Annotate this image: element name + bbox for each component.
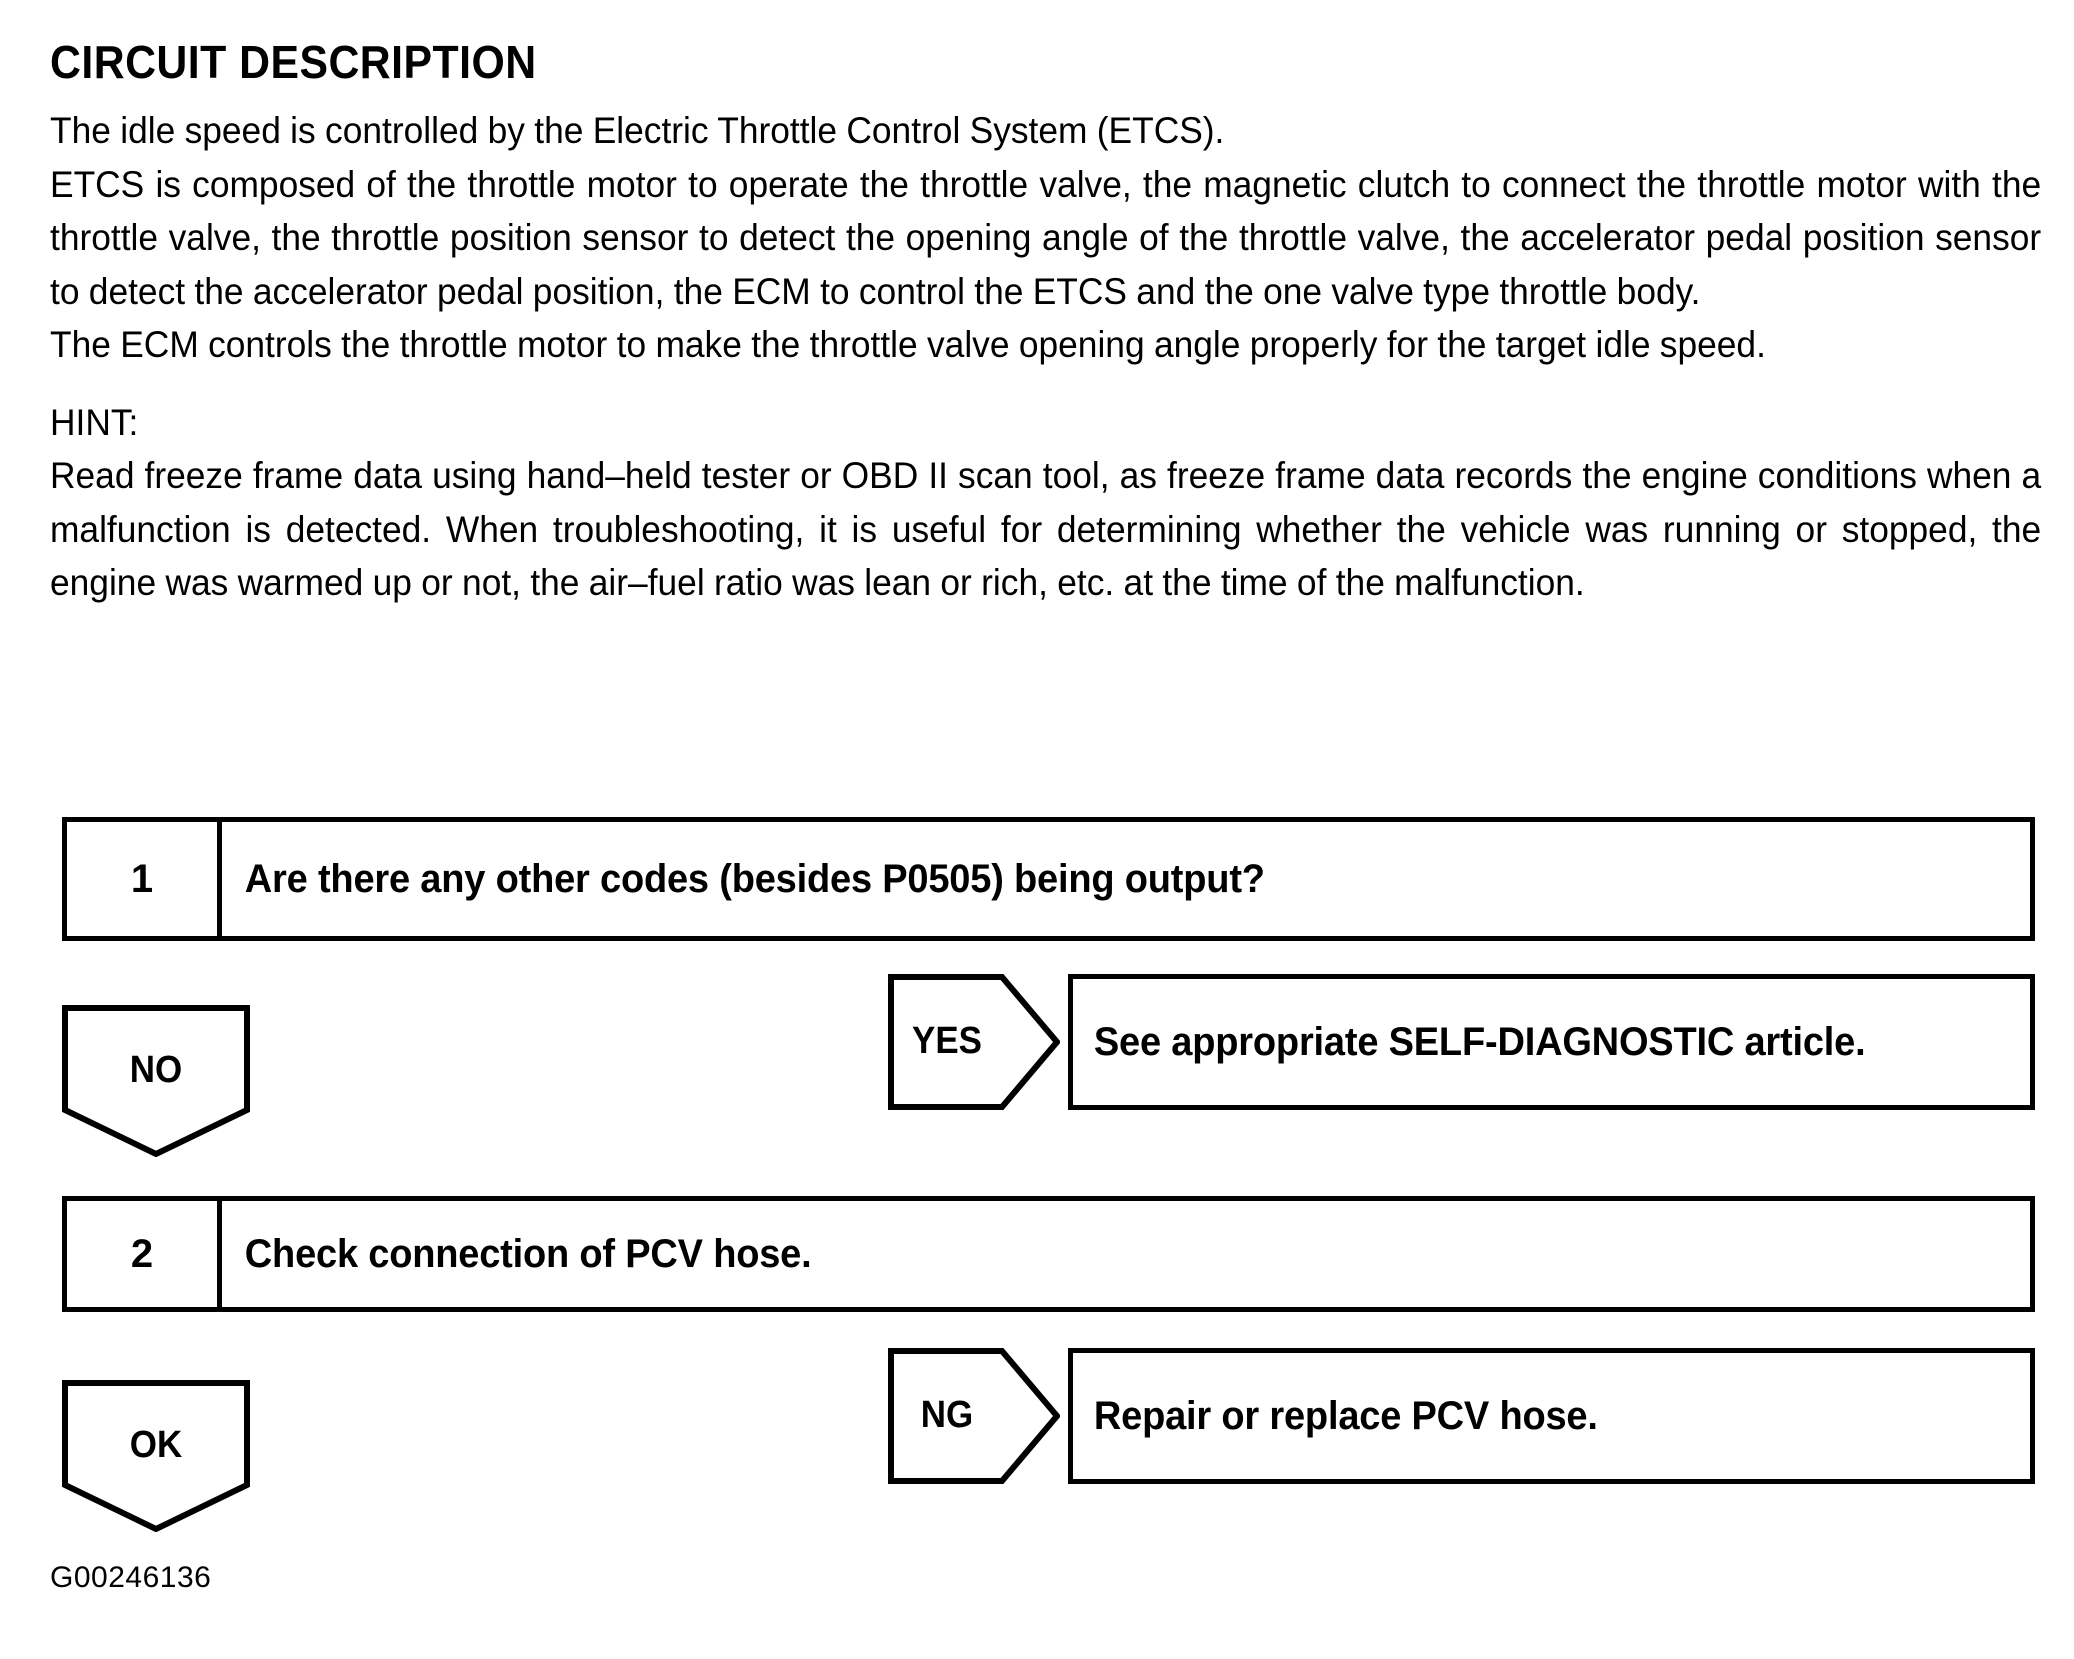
description-paragraph-1: The idle speed is controlled by the Elec…	[50, 110, 1225, 151]
step-2-question: Check connection of PCV hose.	[244, 1232, 812, 1276]
step-1-yes-label: YES	[912, 1020, 982, 1062]
step-2-ok-arrow[interactable]: OK	[62, 1380, 250, 1532]
step-2-ok-label: OK	[129, 1424, 183, 1466]
right-chevron-shape	[888, 974, 1060, 1110]
page-title: CIRCUIT DESCRIPTION	[50, 36, 537, 88]
step-1-no-label: NO	[129, 1049, 183, 1091]
right-chevron-shape	[888, 1348, 1060, 1484]
step-1-yes-result-text: See appropriate SELF-DIAGNOSTIC article.	[1093, 1020, 1866, 1064]
step-1-yes-arrow[interactable]: YES	[888, 974, 1060, 1110]
step-2-ng-arrow[interactable]: NG	[888, 1348, 1060, 1484]
step-2-ng-result-text: Repair or replace PCV hose.	[1093, 1394, 1598, 1438]
step-1-no-arrow[interactable]: NO	[62, 1005, 250, 1157]
flowchart-step-2[interactable]: 2 Check connection of PCV hose.	[62, 1196, 2035, 1312]
description-paragraph-3: The ECM controls the throttle motor to m…	[50, 324, 1766, 365]
step-2-number: 2	[67, 1201, 222, 1307]
figure-code: G00246136	[50, 1561, 212, 1594]
step-2-ng-label: NG	[920, 1394, 974, 1436]
down-arrow-shape	[62, 1005, 250, 1157]
paragraph-spacer	[50, 372, 2040, 396]
hint-label: HINT:	[50, 401, 139, 443]
description-paragraph-2: ETCS is composed of the throttle motor t…	[50, 163, 2042, 312]
step-2-ng-result-box[interactable]: Repair or replace PCV hose.	[1068, 1348, 2035, 1484]
hint-paragraph: Read freeze frame data using hand–held t…	[50, 455, 2042, 603]
step-1-number: 1	[67, 822, 222, 936]
step-1-yes-result-box[interactable]: See appropriate SELF-DIAGNOSTIC article.	[1068, 974, 2035, 1110]
flowchart-step-1[interactable]: 1 Are there any other codes (besides P05…	[62, 817, 2035, 941]
down-arrow-shape	[62, 1380, 250, 1532]
step-1-question: Are there any other codes (besides P0505…	[244, 857, 1265, 901]
circuit-description-section: CIRCUIT DESCRIPTION The idle speed is co…	[50, 34, 2042, 610]
